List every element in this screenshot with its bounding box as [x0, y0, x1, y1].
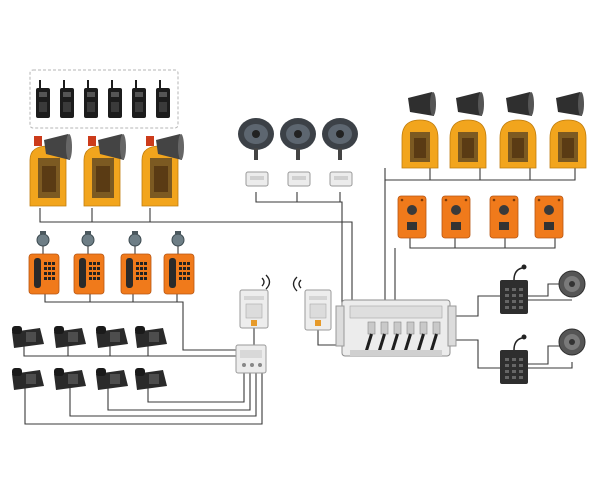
control-station	[534, 195, 564, 239]
cable-gland-icon	[403, 321, 415, 353]
cable-gland-icon	[429, 321, 441, 353]
radios-group	[29, 69, 179, 129]
explosion-proof-telephone-icon	[120, 253, 152, 295]
hooded-telephone-icon	[83, 134, 126, 207]
desk-phones	[12, 326, 167, 390]
desk-phone-icon	[135, 326, 167, 348]
cable-gland-icon	[364, 321, 376, 353]
walkie-talkie-icon	[84, 80, 98, 118]
desk-phone-icon	[96, 326, 128, 348]
beacon-icon	[36, 231, 50, 247]
control-station	[489, 195, 519, 239]
desk-phone-icon	[135, 368, 167, 390]
loudspeakers	[558, 270, 586, 356]
paging-console-icon	[500, 264, 528, 314]
paging-horn-icon	[280, 118, 316, 187]
hooded-telephones	[29, 134, 184, 207]
explosion-proof-telephone-icon	[163, 253, 195, 295]
loudspeaker-icon	[558, 270, 586, 298]
beacons	[36, 231, 185, 247]
hooded-speaker-station	[401, 92, 439, 169]
beacon-icon	[171, 231, 185, 247]
paging-console-icon	[500, 334, 528, 384]
control-stations	[397, 195, 564, 239]
explosion-proof-telephones	[28, 253, 195, 295]
desk-phone-icon	[54, 326, 86, 348]
wireless-signal-icon	[261, 274, 271, 290]
desk-phone-icon	[12, 326, 44, 348]
desk-phone-icon	[96, 368, 128, 390]
hooded-speaker-station	[499, 92, 537, 169]
junction-box-left	[235, 344, 267, 374]
cable-gland-icon	[416, 321, 428, 353]
wireless-unit-left	[239, 274, 271, 329]
radios-dashed-frame	[29, 69, 179, 129]
desk-phone-icon	[54, 368, 86, 390]
control-station	[441, 195, 471, 239]
explosion-proof-telephone-icon	[73, 253, 105, 295]
cable-gland-icon	[377, 321, 389, 353]
walkie-talkie-icon	[108, 80, 122, 118]
loudspeaker-icon	[558, 328, 586, 356]
paging-horn-icon	[238, 118, 274, 187]
hooded-telephone-icon	[29, 134, 72, 207]
hooded-speaker-station	[449, 92, 487, 169]
walkie-talkie-icon	[156, 80, 170, 118]
connection-lines	[23, 168, 576, 425]
hooded-speaker-station	[549, 92, 587, 169]
wireless-unit-right	[292, 276, 332, 331]
explosion-proof-telephone-icon	[28, 253, 60, 295]
paging-horns	[238, 118, 358, 187]
control-station	[397, 195, 427, 239]
walkie-talkie-icon	[132, 80, 146, 118]
central-enclosure	[335, 299, 457, 357]
cable-gland-icon	[390, 321, 402, 353]
hooded-telephone-icon	[141, 134, 184, 207]
beacon-icon	[81, 231, 95, 247]
beacon-icon	[128, 231, 142, 247]
walkie-talkie-icon	[36, 80, 50, 118]
paging-consoles	[500, 264, 528, 384]
desk-phone-icon	[12, 368, 44, 390]
wireless-signal-icon	[292, 276, 302, 292]
walkie-talkie-icon	[60, 80, 74, 118]
paging-horn-icon	[322, 118, 358, 187]
hooded-speaker-stations	[401, 92, 587, 169]
